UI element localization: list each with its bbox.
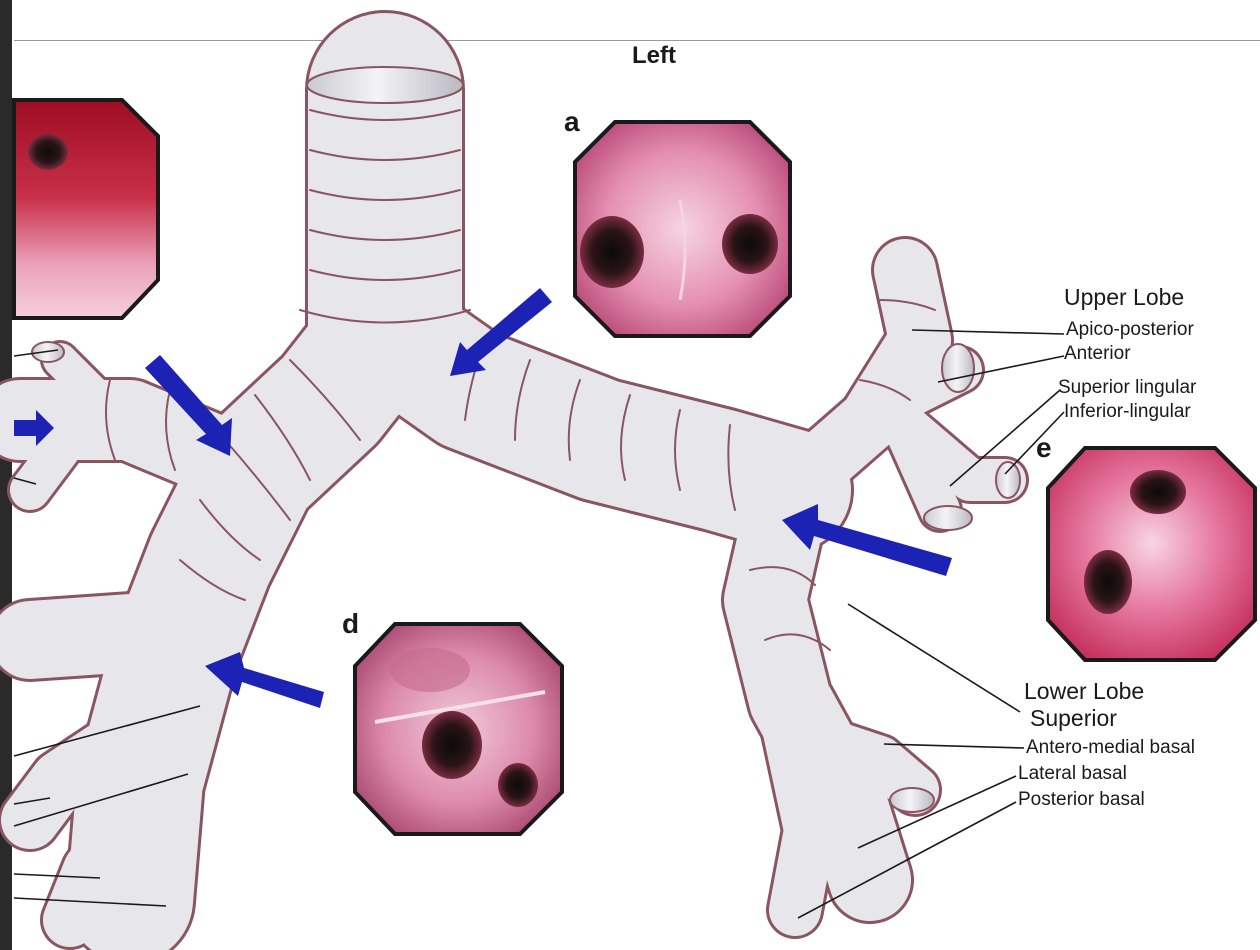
upper-lobe-segment-superior-lingular: Superior lingular: [1058, 378, 1196, 397]
bronchoscopy-panel-d: [355, 624, 562, 834]
bronchoscopy-panel-left-top: [14, 100, 158, 318]
upper-lobe-segment-apico-posterior: Apico-posterior: [1066, 320, 1194, 339]
lower-lobe-segment-lateral-basal: Lateral basal: [1018, 764, 1127, 783]
upper-lobe-title: Upper Lobe: [1064, 286, 1184, 309]
upper-lobe-segment-inferior-lingular: Inferior-lingular: [1064, 402, 1191, 421]
side-label: Left: [632, 44, 676, 68]
upper-lobe-segment-anterior: Anterior: [1064, 344, 1131, 363]
panel-d-letter: d: [342, 610, 359, 638]
bronchoscopy-panel-e: [1048, 448, 1255, 660]
lower-lobe-subtitle: Superior: [1030, 707, 1117, 730]
lower-lobe-segment-antero-medial-basal: Antero-medial basal: [1026, 738, 1195, 757]
panel-a-letter: a: [564, 108, 580, 136]
bronchoscopy-panel-a: [575, 122, 790, 336]
lower-lobe-title: Lower Lobe: [1024, 680, 1144, 703]
lower-lobe-segment-posterior-basal: Posterior basal: [1018, 790, 1145, 809]
panel-e-letter: e: [1036, 434, 1052, 462]
